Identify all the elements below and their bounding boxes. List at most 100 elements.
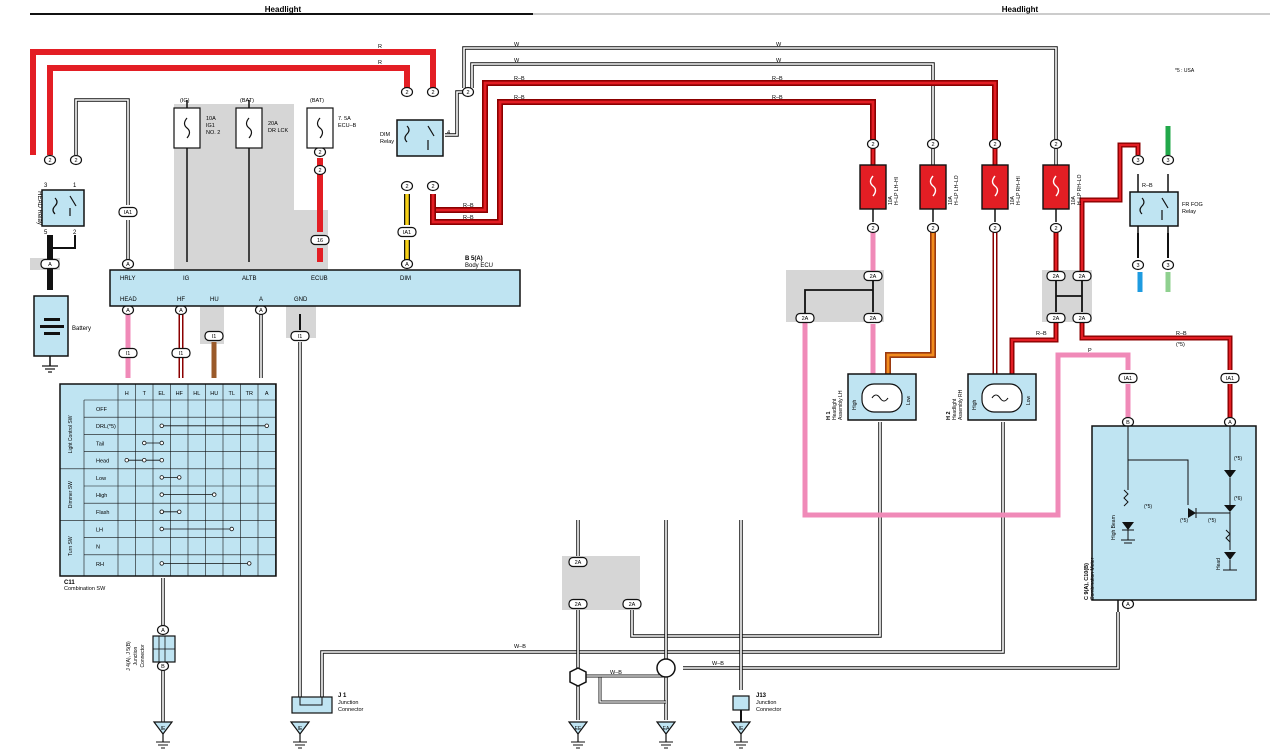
- svg-text:R: R: [378, 44, 382, 50]
- connector-pin: IA1: [118, 206, 138, 218]
- svg-text:NO. 2: NO. 2: [206, 130, 220, 136]
- connector-pin: 2: [426, 86, 440, 98]
- ground-label: IE: [161, 726, 166, 732]
- j13-junction-connector: J13 Junction Connector: [732, 693, 782, 713]
- fuse-rating: 10A: [948, 195, 954, 205]
- connector-pin: IA1: [1118, 372, 1138, 384]
- connector-pin: 2: [988, 138, 1002, 150]
- connector-pin: 2: [426, 180, 440, 192]
- svg-text:W: W: [514, 42, 520, 48]
- connector-pin-label: I1: [298, 334, 303, 340]
- combo-col-label: HU: [210, 391, 218, 397]
- header-title-right: Headlight: [1002, 5, 1039, 14]
- connector-pin: 2A: [622, 598, 642, 610]
- svg-text:J 4(A), J 5(B): J 4(A), J 5(B): [126, 641, 132, 671]
- svg-text:(BAT): (BAT): [310, 98, 324, 104]
- svg-text:R–B: R–B: [1036, 331, 1047, 337]
- combo-group-label: Dimmer SW: [68, 481, 74, 508]
- connector-pin-label: I1: [212, 334, 217, 340]
- svg-text:A: A: [259, 297, 263, 303]
- connector-pin: 2: [313, 146, 327, 158]
- ground-label: IE: [739, 726, 744, 732]
- svg-text:ECUB: ECUB: [311, 276, 328, 282]
- connector-pin: B: [1121, 416, 1135, 428]
- ground-symbol: IE: [289, 721, 311, 749]
- svg-text:7. 5A: 7. 5A: [338, 116, 351, 122]
- connector-pin-label: 2: [431, 90, 434, 96]
- connector-pin-label: IA1: [403, 230, 411, 236]
- connector-pin-label: A: [48, 262, 52, 268]
- ground-symbol: EA: [655, 721, 677, 749]
- connector-pin-label: 3: [1136, 158, 1139, 164]
- connector-pin: A: [1121, 598, 1135, 610]
- connector-pin-label: IA1: [124, 210, 132, 216]
- ground-symbol: EE: [567, 721, 589, 749]
- svg-text:(*6): (*6): [1234, 496, 1242, 502]
- svg-text:W: W: [514, 58, 520, 64]
- svg-text:Junction: Junction: [338, 700, 359, 706]
- svg-text:W: W: [776, 58, 782, 64]
- connector-pin: 2: [400, 86, 414, 98]
- combo-row-label: Tail: [96, 441, 104, 447]
- usa-note: *5 : USA: [1175, 68, 1195, 74]
- headlight-assembly-lh: High Low H 1 Headlight Assembly LH: [826, 373, 917, 421]
- svg-text:(*5): (*5): [1208, 518, 1216, 524]
- svg-text:Assembly LH: Assembly LH: [838, 390, 844, 420]
- head-relay: HEAD Relay 3 1 5 2: [36, 183, 85, 236]
- svg-text:Assembly RH: Assembly RH: [958, 389, 964, 420]
- svg-text:R–B: R–B: [463, 215, 474, 221]
- connector-pin: 2A: [568, 556, 588, 568]
- connector-pin: 3: [1131, 154, 1145, 166]
- combo-row-label: Head: [96, 459, 109, 465]
- svg-text:HF: HF: [177, 297, 185, 303]
- connector-pin: IA1: [397, 226, 417, 238]
- svg-text:P: P: [1088, 348, 1092, 354]
- combo-switch-id: C11: [64, 580, 75, 586]
- connector-pin: 3: [1131, 259, 1145, 271]
- combo-row-label: RH: [96, 562, 104, 568]
- svg-text:20A: 20A: [268, 121, 278, 127]
- connector-pin: 2A: [568, 598, 588, 610]
- headlight-assembly-rh: High Low H 2 Headlight Assembly RH: [946, 373, 1037, 421]
- connector-pin: 2A: [1072, 312, 1092, 324]
- connector-pin-label: 2A: [1053, 274, 1060, 280]
- connector-pin: IA1: [1220, 372, 1240, 384]
- connector-pin: 2: [926, 138, 940, 150]
- fuse-name: H–LP RH–HI: [1016, 176, 1022, 205]
- connector-pin: 2: [1049, 138, 1063, 150]
- connector-pin-label: 2: [931, 226, 934, 232]
- svg-text:(IG): (IG): [180, 98, 190, 104]
- svg-text:J13: J13: [756, 693, 767, 699]
- connector-pin: 2: [1049, 222, 1063, 234]
- connector-pin: 2A: [795, 312, 815, 324]
- connector-pin: A: [400, 258, 414, 270]
- combo-col-label: EL: [158, 391, 165, 397]
- connector-pin-label: A: [1228, 420, 1232, 426]
- connector-pin-label: 2: [993, 226, 996, 232]
- svg-text:HEAD: HEAD: [120, 297, 137, 303]
- ground-symbol: IE: [152, 721, 174, 749]
- connector-pin-label: 2: [1054, 142, 1057, 148]
- connector-pin: 2A: [1046, 312, 1066, 324]
- svg-text:R–B: R–B: [514, 76, 525, 82]
- combo-col-label: HF: [176, 391, 184, 397]
- ground-label: EA: [663, 726, 670, 732]
- connector-pin: 2: [69, 154, 83, 166]
- connector-pin-label: IA1: [1124, 376, 1132, 382]
- wire-labels: R R W W W W R–B R–B R–B R–B R–B R–B W–B …: [378, 42, 1187, 676]
- connector-pin: 3: [1161, 154, 1175, 166]
- ground-splices: [569, 658, 676, 687]
- connector-pin: 2: [866, 222, 880, 234]
- j1-junction-connector: J 1 Junction Connector: [291, 693, 364, 714]
- svg-text:Junction: Junction: [133, 646, 139, 665]
- connector-pin: 2: [988, 222, 1002, 234]
- combo-row-label: OFF: [96, 407, 108, 413]
- connector-pin-label: A: [126, 308, 130, 314]
